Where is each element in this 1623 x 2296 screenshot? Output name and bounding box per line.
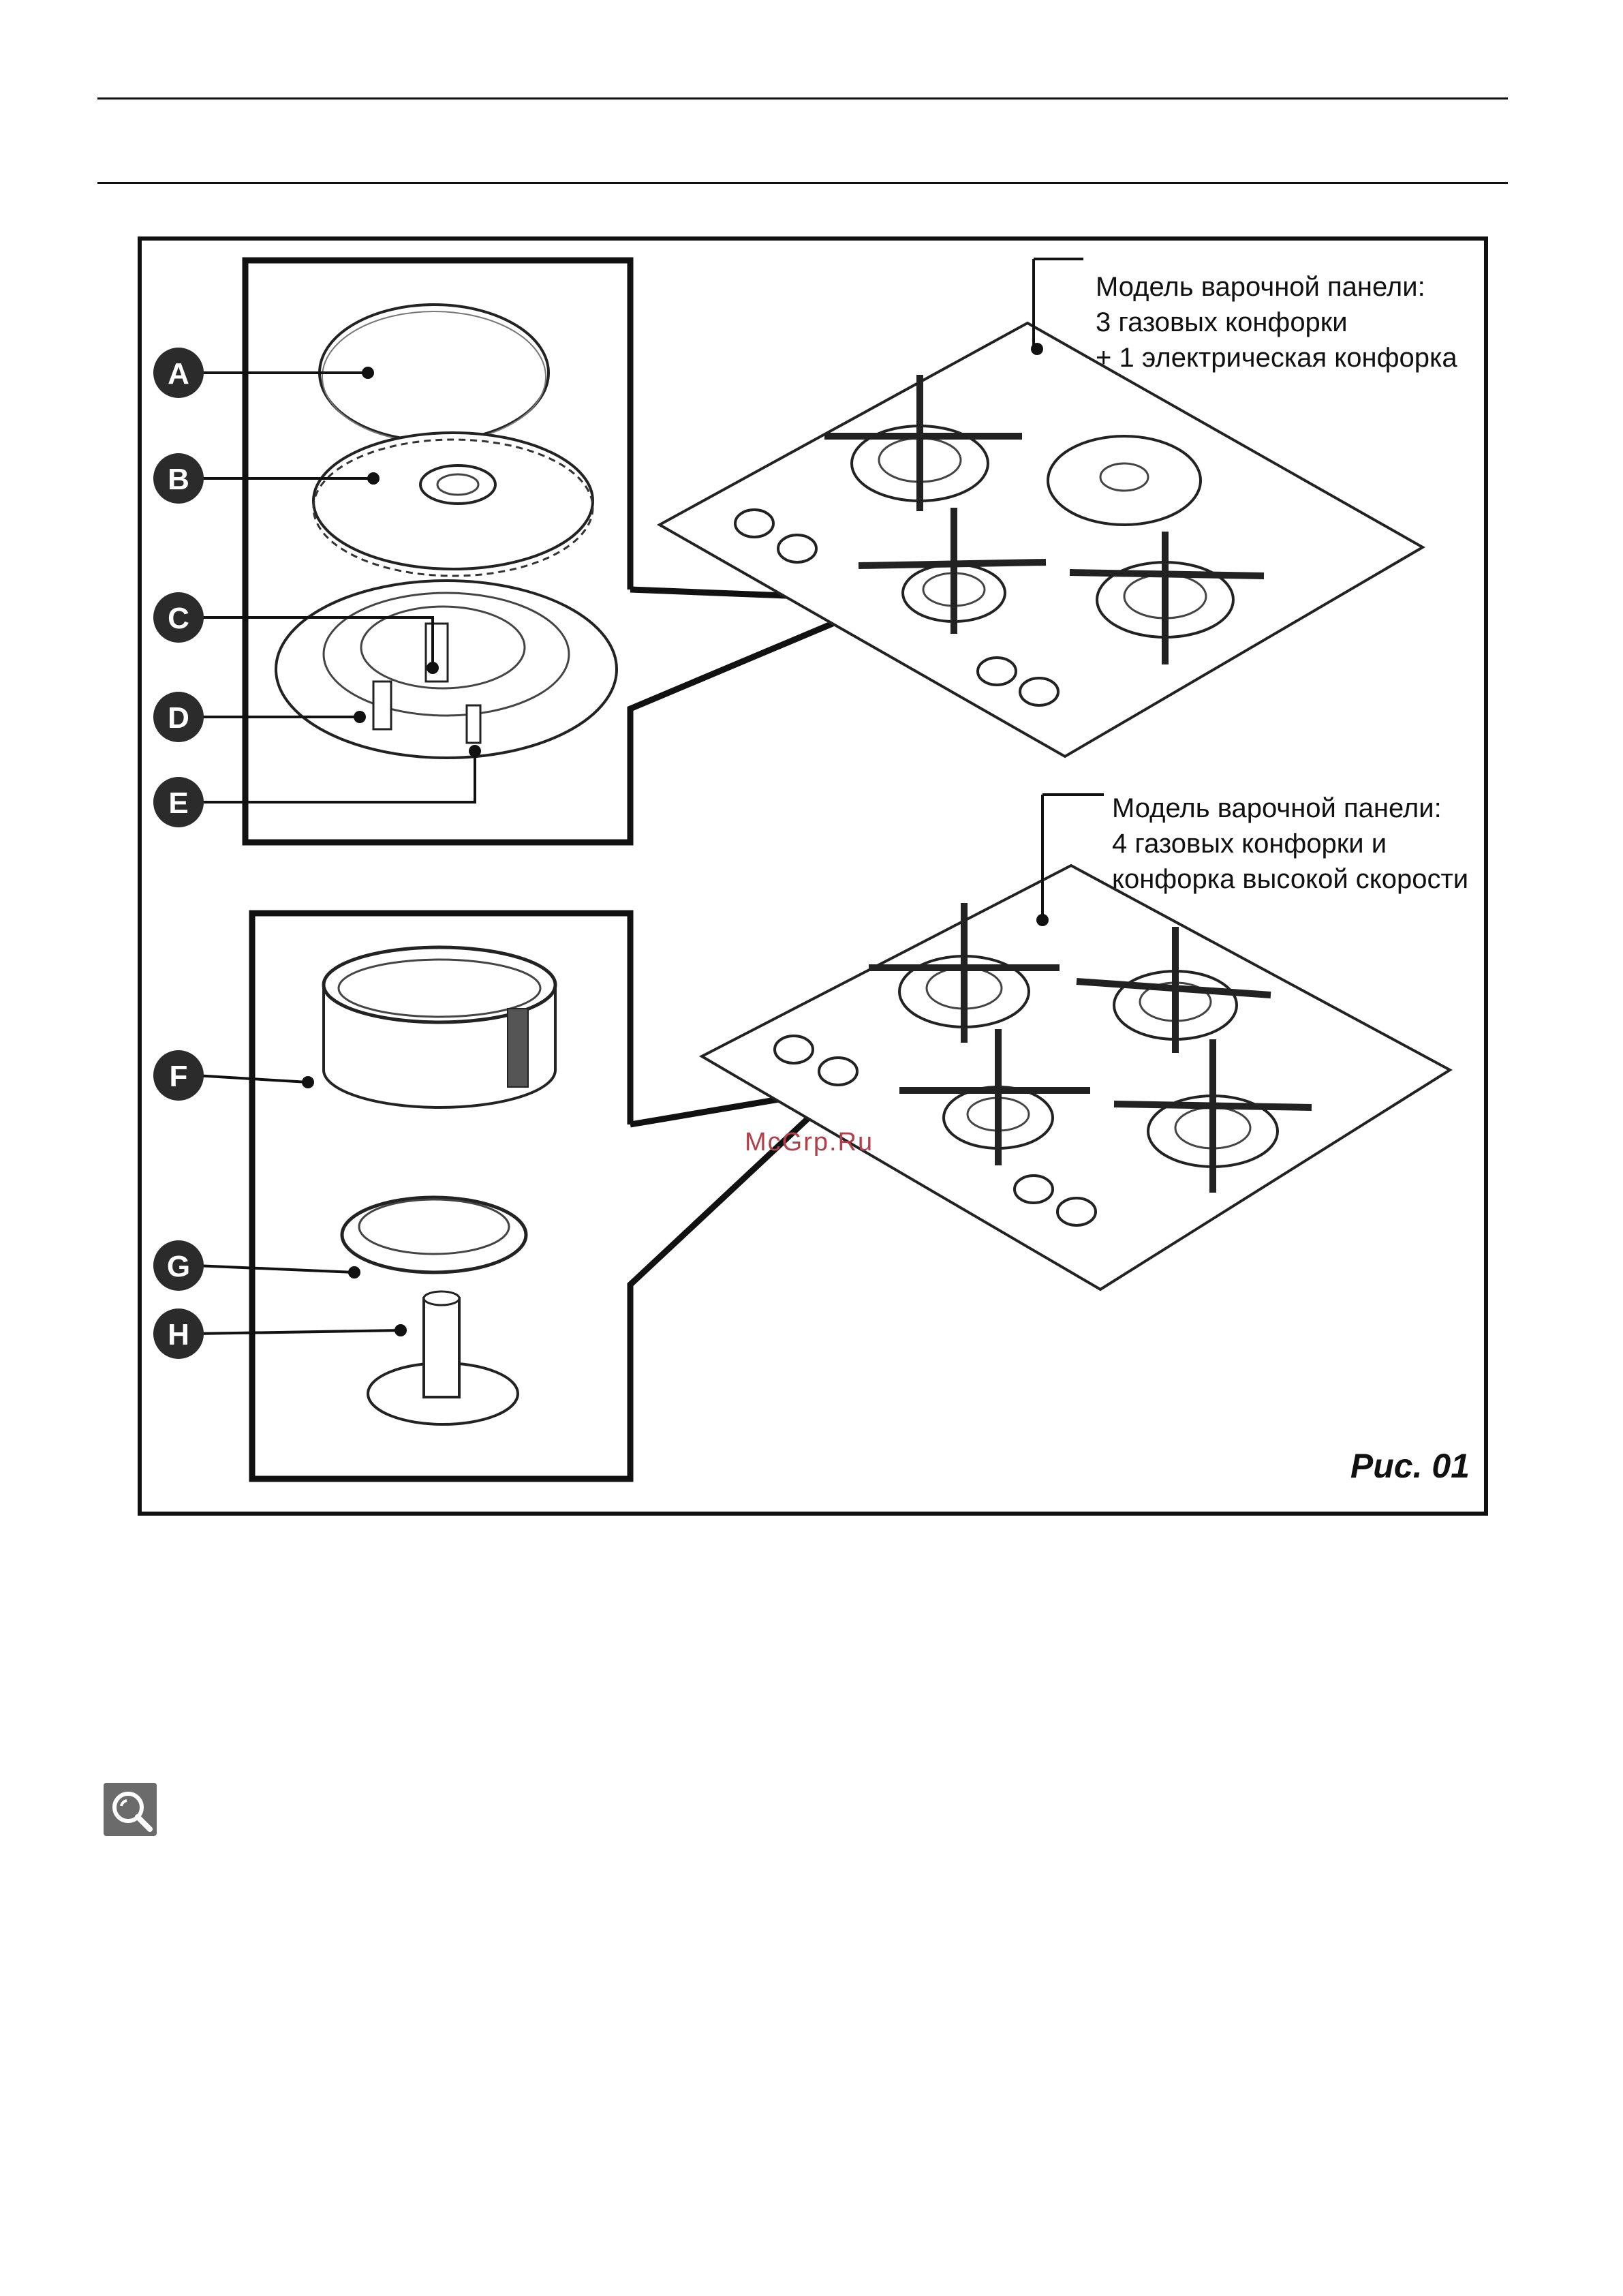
part-badge-e: E bbox=[153, 777, 204, 827]
part-h-injector bbox=[368, 1291, 518, 1424]
svg-text:A: A bbox=[168, 357, 189, 391]
svg-text:F: F bbox=[170, 1060, 188, 1093]
part-badge-b: B bbox=[153, 453, 204, 504]
model-caption-bottom-line-2: 4 газовых конфорки и bbox=[1112, 826, 1468, 861]
svg-text:D: D bbox=[168, 701, 189, 735]
part-badge-a: A bbox=[153, 348, 204, 398]
model-caption-bottom-line-1: Модель варочной панели: bbox=[1112, 791, 1468, 826]
svg-text:C: C bbox=[168, 602, 189, 635]
svg-text:E: E bbox=[168, 786, 188, 820]
model-caption-top-line-3: + 1 электрическая конфорка bbox=[1096, 340, 1457, 376]
part-badge-f: F bbox=[153, 1050, 204, 1101]
part-badge-c: C bbox=[153, 592, 204, 643]
figure-label: Рис. 01 bbox=[1350, 1446, 1470, 1486]
svg-text:H: H bbox=[168, 1318, 189, 1351]
part-badge-g: G bbox=[153, 1240, 204, 1291]
svg-text:G: G bbox=[167, 1250, 190, 1283]
model-caption-top-line-2: 3 газовых конфорки bbox=[1096, 305, 1457, 340]
search-icon[interactable] bbox=[104, 1783, 159, 1839]
hob-top-electric-plate bbox=[1048, 436, 1201, 525]
part-cde-burner-base bbox=[276, 581, 617, 758]
part-b-flame-spreader bbox=[313, 433, 593, 576]
part-badge-h: H bbox=[153, 1308, 204, 1359]
model-caption-bottom-line-3: конфорка высокой скорости bbox=[1112, 861, 1468, 897]
model-caption-top: Модель варочной панели: 3 газовых конфор… bbox=[1096, 269, 1457, 376]
part-f-burner-ring bbox=[324, 947, 555, 1107]
svg-text:B: B bbox=[168, 463, 189, 496]
part-g-inner-ring bbox=[342, 1197, 526, 1272]
model-caption-top-line-1: Модель варочной панели: bbox=[1096, 269, 1457, 305]
model-caption-bottom: Модель варочной панели: 4 газовых конфор… bbox=[1112, 791, 1468, 897]
watermark: McGrp.Ru bbox=[745, 1128, 874, 1157]
part-badge-d: D bbox=[153, 692, 204, 742]
